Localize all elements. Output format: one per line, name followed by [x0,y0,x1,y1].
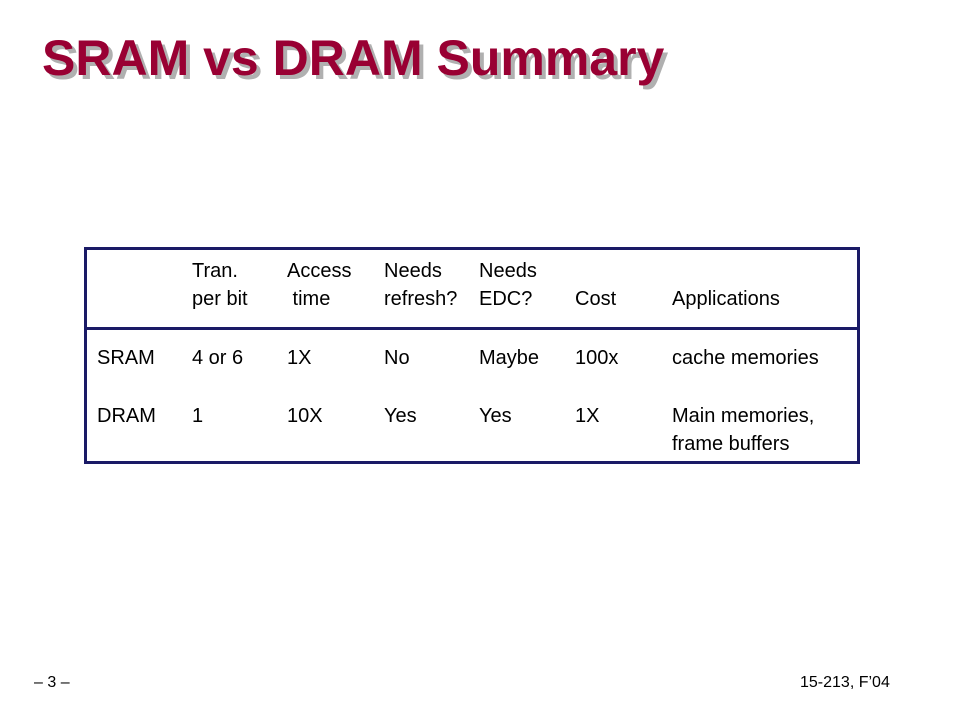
header-divider [87,327,857,330]
row-dram-access: 10X [287,405,323,427]
header-refresh-line1: Needs [384,260,442,282]
row-sram-type: SRAM [97,347,155,369]
header-tran-line1: Tran. [192,260,238,282]
row-sram-applications: cache memories [672,347,819,369]
row-dram-applications-line1: Main memories, [672,405,815,427]
header-refresh-line2: refresh? [384,288,458,310]
row-dram-edc: Yes [479,405,512,427]
row-sram-refresh: No [384,347,410,369]
row-dram-cost: 1X [575,405,600,427]
header-tran-line2: per bit [192,288,248,310]
header-access-line1: Access [287,260,352,282]
row-sram-cost: 100x [575,347,619,369]
header-applications: Applications [672,288,780,310]
row-dram-refresh: Yes [384,405,417,427]
header-access-line2: time [287,288,331,310]
row-sram-edc: Maybe [479,347,540,369]
page-number: – 3 – [34,674,70,691]
slide-title: SRAM vs DRAM Summary [42,30,665,86]
row-dram-applications-line2: frame buffers [672,433,790,455]
course-label: 15-213, F’04 [800,674,890,691]
row-sram-access: 1X [287,347,312,369]
row-sram-tran: 4 or 6 [192,347,244,369]
header-edc-line1: Needs [479,260,537,282]
header-edc-line2: EDC? [479,288,533,310]
header-cost: Cost [575,288,617,310]
row-dram-tran: 1 [192,405,204,427]
summary-table: Tran. per bit Access time Needs refresh?… [84,247,860,464]
row-dram-type: DRAM [97,405,156,427]
